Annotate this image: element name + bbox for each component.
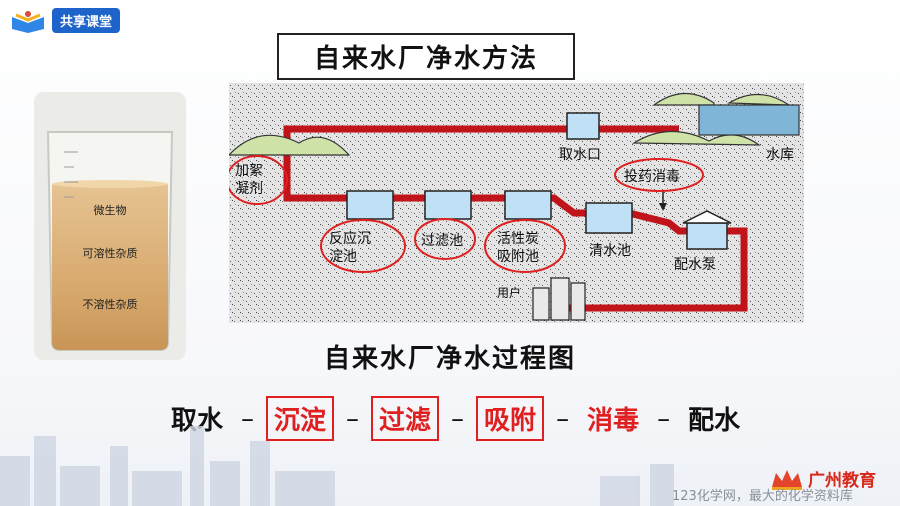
clear-tank-icon — [585, 202, 633, 234]
reservoir-icon — [698, 104, 800, 136]
step-adsorption: 吸附 — [476, 396, 545, 441]
brand-logo: 广州教育 — [770, 466, 876, 491]
highlight-carbon — [484, 219, 566, 273]
page-title: 自来水厂净水方法 — [277, 33, 575, 80]
highlight-disinfect — [614, 158, 704, 192]
step-filtration: 过滤 — [371, 396, 440, 441]
label-intake: 取水口 — [559, 147, 601, 163]
label-add-coagulant-2: 凝剂 — [235, 181, 263, 197]
hill-left-icon — [229, 134, 351, 156]
label-add-coagulant-1: 加絮 — [235, 162, 263, 179]
label-filter: 过滤池 — [421, 233, 463, 249]
pump-house-icon — [682, 210, 732, 250]
book-logo-icon — [12, 10, 44, 33]
step-separator: – — [556, 403, 570, 434]
highlight-filter — [414, 218, 476, 260]
label-disinfect: 投药消毒 — [624, 169, 680, 185]
carbon-tank-icon — [504, 190, 552, 220]
beaker-label-insoluble: 不溶性杂质 — [83, 297, 138, 311]
step-disinfection: 消毒 — [587, 406, 640, 436]
city-skyline-decoration — [0, 426, 674, 506]
highlight-reaction — [320, 219, 406, 273]
logo-text: 共享课堂 — [52, 8, 121, 33]
label-reaction-1: 反应沉 — [329, 230, 371, 247]
process-steps: 取水 – 沉淀 – 过滤 – 吸附 – 消毒 – 配水 — [165, 396, 746, 441]
step-separator: – — [657, 403, 671, 434]
intake-icon — [566, 112, 600, 140]
label-carbon-2: 吸附池 — [497, 249, 539, 265]
watermark-text: 123化学网，最大的化学资料库 — [672, 489, 853, 504]
reaction-tank-icon — [346, 190, 394, 220]
user-buildings-icon — [532, 277, 586, 321]
diagram-caption: 自来水厂净水过程图 — [323, 344, 576, 374]
beaker-label-soluble: 可溶性杂质 — [83, 246, 138, 260]
label-user: 用户 — [497, 285, 521, 300]
label-clear: 清水池 — [589, 243, 631, 259]
step-separator: – — [451, 403, 465, 434]
label-reservoir: 水库 — [766, 147, 794, 163]
crown-logo-icon — [772, 469, 802, 490]
water-treatment-diagram: 加絮 凝剂 取水口 水库 投药消毒 反应沉 淀池 过滤池 活性炭 吸附池 清水池… — [229, 83, 804, 323]
label-reaction-2: 淀池 — [329, 249, 357, 265]
label-carbon-1: 活性炭 — [497, 231, 539, 247]
beaker-photo: 微生物 可溶性杂质 不溶性杂质 — [34, 92, 186, 360]
hill-reservoir-icon — [631, 92, 792, 146]
brand-text: 广州教育 — [808, 471, 876, 491]
step-separator: – — [241, 403, 255, 434]
highlight-coagulant — [229, 155, 288, 205]
step-sedimentation: 沉淀 — [266, 396, 335, 441]
step-distribution: 配水 — [688, 406, 741, 436]
step-separator: – — [346, 403, 360, 434]
filter-tank-icon — [424, 190, 472, 220]
app-logo: 共享课堂 — [10, 8, 121, 33]
label-pump: 配水泵 — [674, 257, 716, 273]
beaker-label-microbes: 微生物 — [94, 203, 127, 217]
